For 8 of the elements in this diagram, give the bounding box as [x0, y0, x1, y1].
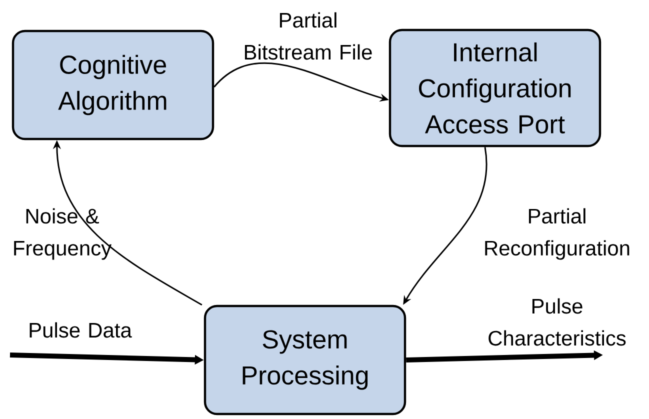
edge-label: Pulse Data	[30, 322, 132, 338]
edge-label: Pulse Characteristics	[488, 298, 626, 346]
process-box: System Processing	[204, 304, 406, 416]
edge-label: Partial Reconfiguration	[485, 208, 630, 260]
edge-label: Noise & Frequency	[14, 208, 112, 260]
edge-label: Partial Bitstream File	[244, 12, 372, 60]
process-box: Cognitive Algorithm	[12, 30, 214, 140]
process-box: Internal Configuration Access Port	[388, 28, 602, 148]
